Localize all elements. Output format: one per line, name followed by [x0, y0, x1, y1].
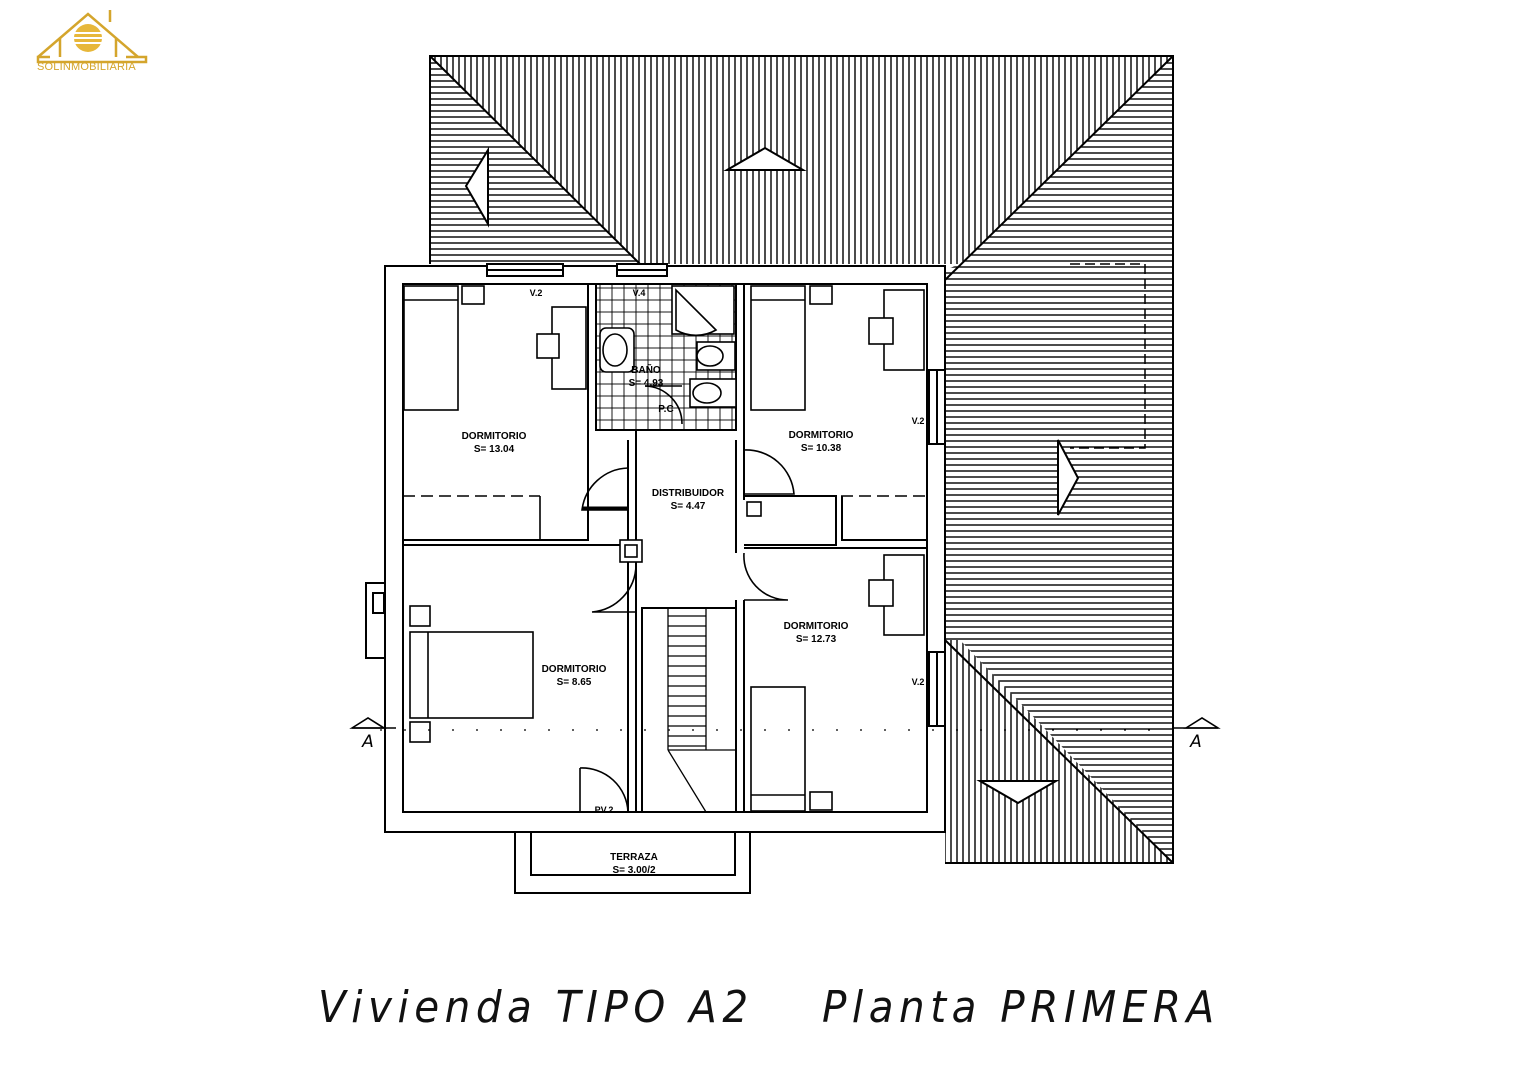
section-label-right: A	[1189, 732, 1202, 752]
roof-top-slope	[430, 56, 1173, 264]
title-vivienda: Vivienda TIPO A2	[318, 982, 754, 1033]
roof	[429, 55, 1174, 864]
window-mark-v2-right-bottom: V.2	[912, 677, 925, 687]
window-mark-v2-top: V.2	[530, 288, 543, 298]
room-name-bano: BAÑO	[631, 363, 661, 376]
room-name-dorm4: DORMITORIO	[784, 621, 849, 632]
mark-pc: P.C	[658, 404, 673, 415]
room-name-dorm2: DORMITORIO	[789, 430, 854, 441]
room-name-distribuidor: DISTRIBUIDOR	[652, 488, 725, 499]
room-area-dorm3: S= 8.65	[557, 677, 592, 688]
room-name-dorm3: DORMITORIO	[542, 664, 607, 675]
roof-arrow-up	[723, 146, 807, 171]
roof-arrow-left	[464, 146, 489, 228]
room-area-dorm1: S= 13.04	[474, 444, 515, 455]
roof-arrow-right	[1057, 439, 1080, 516]
window-mark-v2-right-top: V.2	[912, 416, 925, 426]
room-name-dorm1: DORMITORIO	[462, 431, 527, 442]
furniture	[403, 285, 927, 812]
room-area-bano: S= 4.93	[629, 378, 664, 389]
door-mark-pv2: PV.2	[595, 805, 614, 815]
room-area-dorm4: S= 12.73	[796, 634, 837, 645]
doors	[579, 385, 795, 813]
room-area-terraza: S= 3.00/2	[612, 865, 656, 876]
logo-wordmark: SOLINMOBILIARIA	[37, 61, 136, 73]
stairs	[667, 608, 736, 813]
room-area-distribuidor: S= 4.47	[671, 501, 706, 512]
windows	[486, 263, 946, 727]
room-name-terraza: TERRAZA	[610, 852, 658, 863]
section-marks	[349, 717, 1221, 731]
roof-arrow-down	[976, 780, 1060, 805]
title-planta: Planta PRIMERA	[822, 982, 1220, 1033]
room-area-dorm2: S= 10.38	[801, 443, 842, 454]
solinmobiliaria-logo	[36, 10, 148, 64]
section-label-left: A	[361, 732, 374, 752]
window-mark-v4: V.4	[633, 288, 646, 298]
